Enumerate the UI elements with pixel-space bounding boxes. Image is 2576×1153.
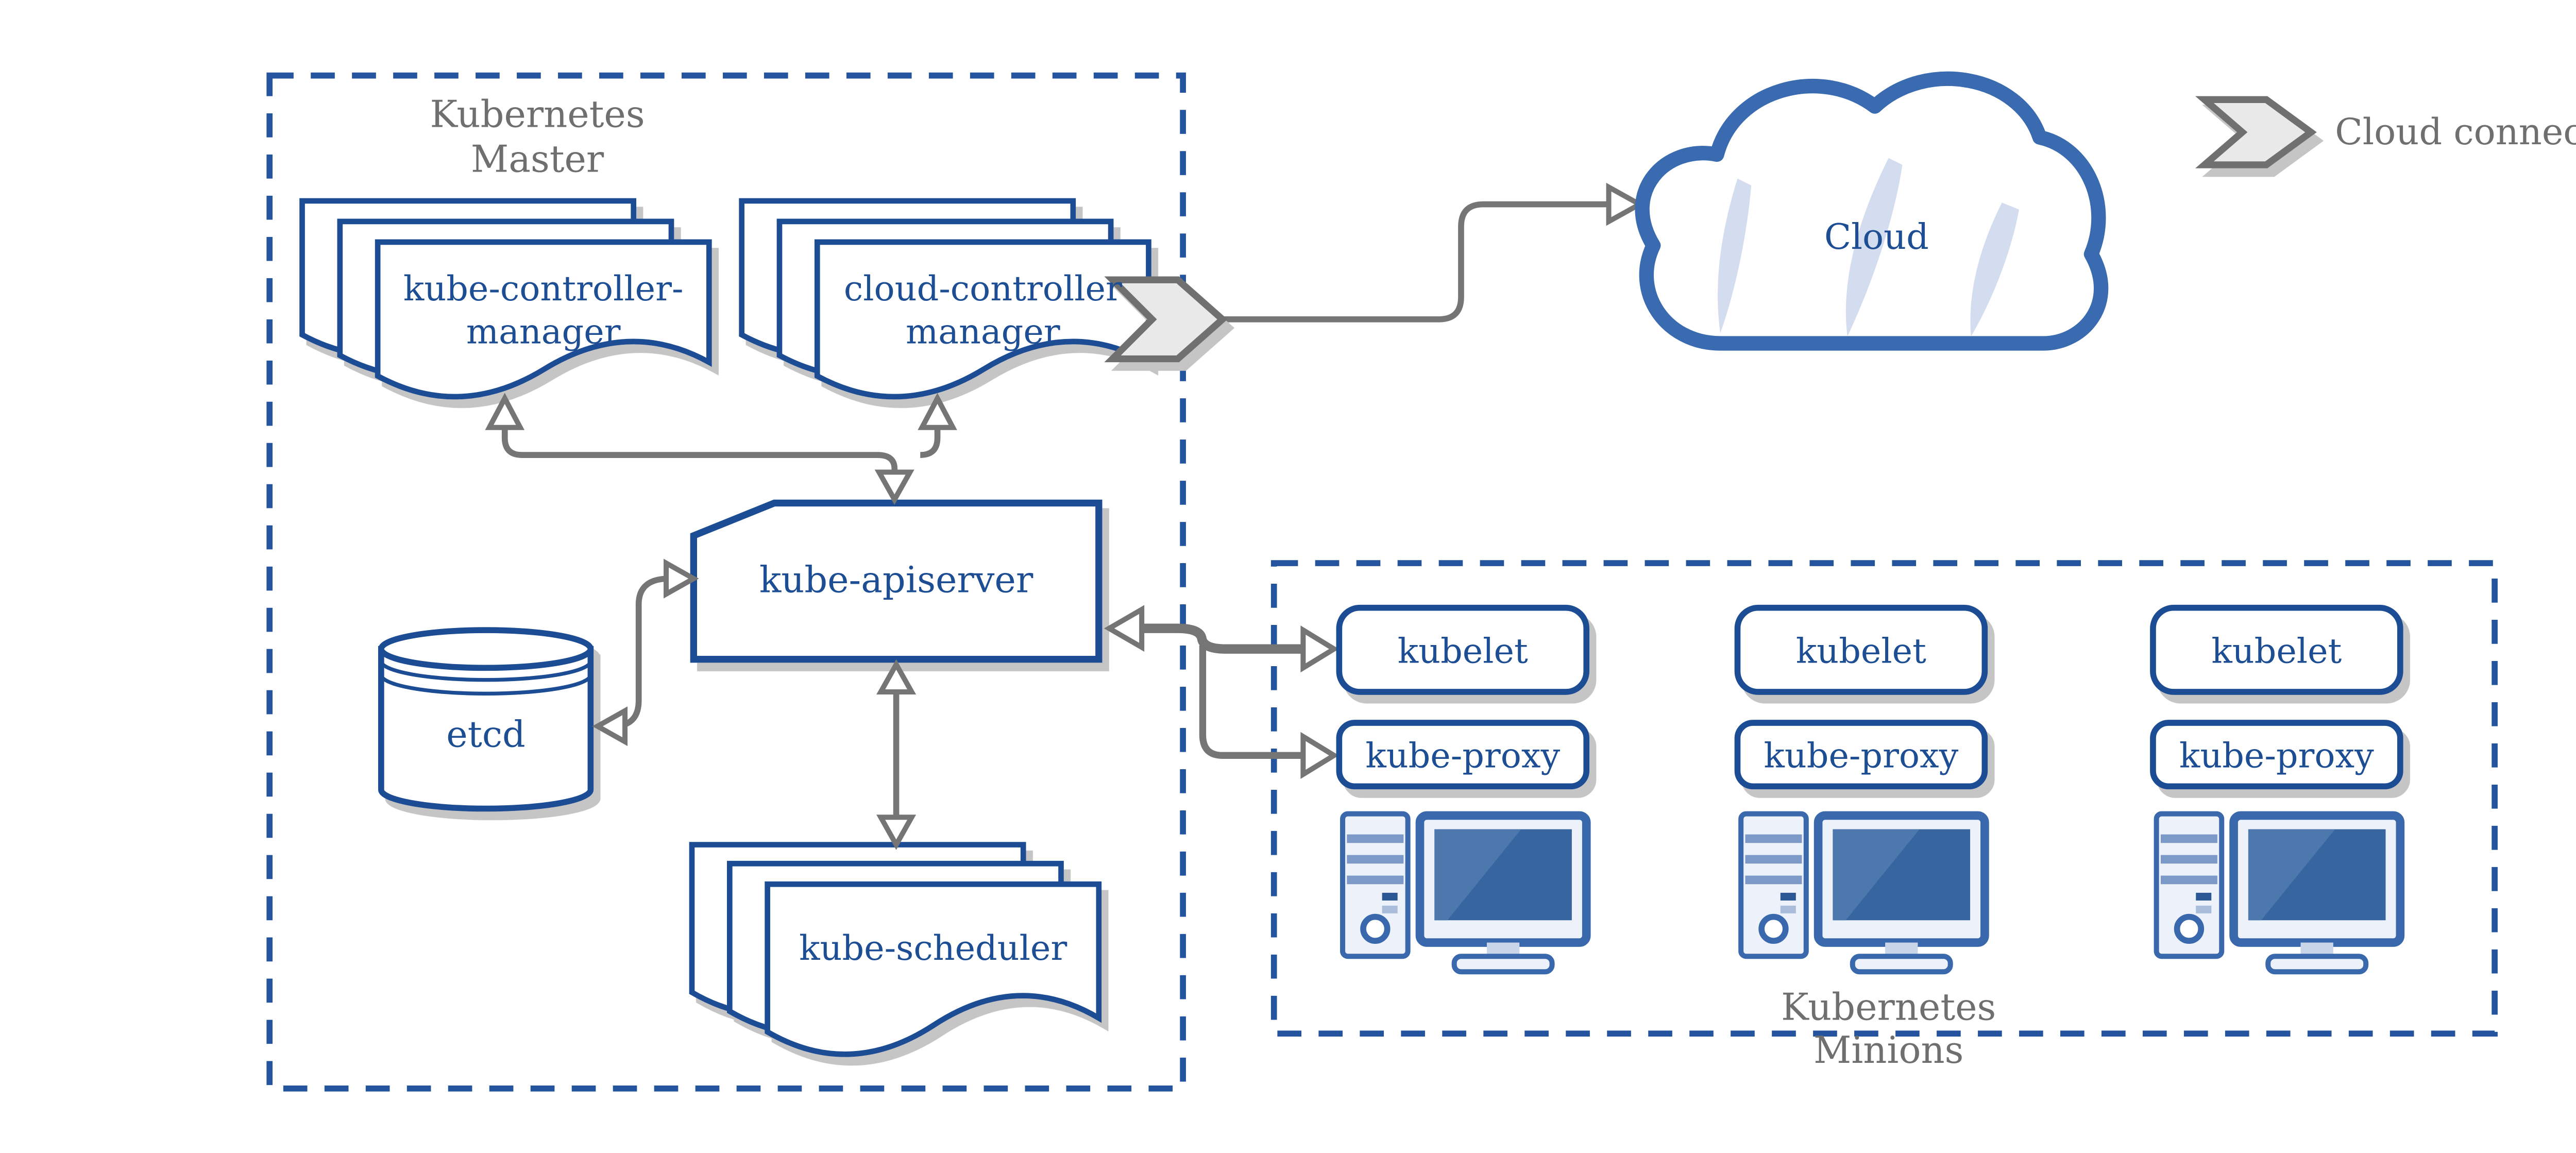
kubelet-label: kubelet — [1795, 630, 1926, 672]
arrow-apiserver-etcd — [601, 575, 684, 730]
kube-proxy-box — [1336, 720, 1590, 790]
cloud-controller-manager-stack — [739, 198, 1151, 400]
master-title: Kubernetes Master — [348, 94, 726, 183]
kube-controller-manager-line2: manager — [466, 311, 621, 352]
minion-node-3 — [2150, 604, 2403, 790]
minion-node-1 — [1336, 604, 1590, 790]
arrowhead-into-scheduler — [876, 815, 917, 850]
etcd-label: etcd — [446, 714, 526, 756]
arrowhead-into-apiserver-right — [1104, 605, 1145, 652]
arrowhead-into-kubeproxy — [1300, 732, 1339, 779]
cylinder-ring — [379, 674, 593, 696]
kube-proxy-label: kube-proxy — [2179, 735, 2374, 776]
connector-arrows — [501, 201, 1616, 821]
kube-proxy-box — [1734, 720, 1988, 790]
kubelet-label: kubelet — [2211, 630, 2342, 672]
cloud-highlight — [1970, 202, 2020, 337]
master-title-line2: Master — [470, 139, 604, 182]
kubelet-label: kubelet — [1397, 630, 1528, 672]
arrowhead-into-cloud-controller — [918, 393, 957, 430]
arrow-cloudconnector-to-cloud — [1222, 201, 1616, 323]
legend-cloud-connector-label: Cloud connector — [2335, 111, 2576, 153]
kube-apiserver-label: kube-apiserver — [759, 559, 1033, 601]
document-card — [375, 239, 712, 400]
kube-controller-manager-line1: kube-controller- — [403, 267, 684, 309]
cloud-shape — [1635, 71, 2109, 351]
workstation-icon — [1340, 811, 1591, 975]
master-boundary-box — [266, 72, 1186, 1092]
document-card — [765, 881, 1102, 1057]
etcd-cylinder — [378, 627, 594, 812]
kube-controller-manager-label: kube-controller- manager — [378, 268, 709, 354]
cylinder-top — [378, 627, 594, 671]
cloud-highlight — [1845, 158, 1903, 337]
arrowhead-into-apiserver-top — [874, 469, 914, 505]
arrowhead-into-cloud — [1606, 182, 1645, 226]
cylinder-body — [378, 646, 594, 812]
arrow-apiserver-to-controllers — [501, 410, 898, 474]
cloud-connector-icon — [1104, 276, 1228, 363]
kube-proxy-label: kube-proxy — [1365, 735, 1561, 776]
kubelet-box — [1336, 604, 1590, 695]
kube-proxy-box — [2150, 720, 2403, 790]
cylinder-ring — [379, 660, 593, 682]
arrow-apiserver-kubeproxy — [1199, 646, 1305, 759]
arrow-apiserver-to-cloudcontroller — [920, 410, 941, 458]
kubelet-box — [1734, 604, 1988, 695]
arrowhead-into-kubelet — [1300, 625, 1339, 673]
cloud-controller-manager-line1: cloud-controller — [843, 267, 1122, 309]
minions-title: Kubernetes Minions — [1700, 987, 2077, 1073]
kube-proxy-label: kube-proxy — [1764, 735, 1959, 776]
workstation-icon — [1738, 811, 1989, 975]
minion-node-2 — [1734, 604, 1988, 790]
minions-boundary-box — [1270, 560, 2498, 1037]
kube-scheduler-stack — [689, 842, 1102, 1057]
arrowheads — [485, 182, 1645, 850]
cloud-highlight — [1718, 178, 1752, 333]
kube-controller-manager-stack — [299, 198, 712, 400]
cloud-controller-manager-label: cloud-controller manager — [817, 268, 1148, 354]
workstation-icon — [2154, 811, 2405, 975]
minions-title-line2: Minions — [1814, 1030, 1964, 1073]
legend-cloud-connector-icon — [2195, 96, 2317, 168]
document-card — [814, 239, 1151, 400]
arrowhead-into-etcd — [592, 706, 628, 747]
kube-scheduler-label: kube-scheduler — [799, 927, 1067, 969]
arrowhead-into-controller-manager — [485, 393, 525, 430]
minions-title-line1: Kubernetes — [1781, 987, 1996, 1030]
arrowhead-into-apiserver-bottom — [876, 659, 917, 694]
cloud-label: Cloud — [1824, 216, 1929, 258]
kubelet-box — [2150, 604, 2403, 695]
arrowhead-into-apiserver-left — [664, 558, 699, 599]
master-title-line1: Kubernetes — [430, 94, 645, 138]
cloud-controller-manager-line2: manager — [906, 311, 1060, 352]
arrow-apiserver-kubelet — [1116, 623, 1305, 654]
